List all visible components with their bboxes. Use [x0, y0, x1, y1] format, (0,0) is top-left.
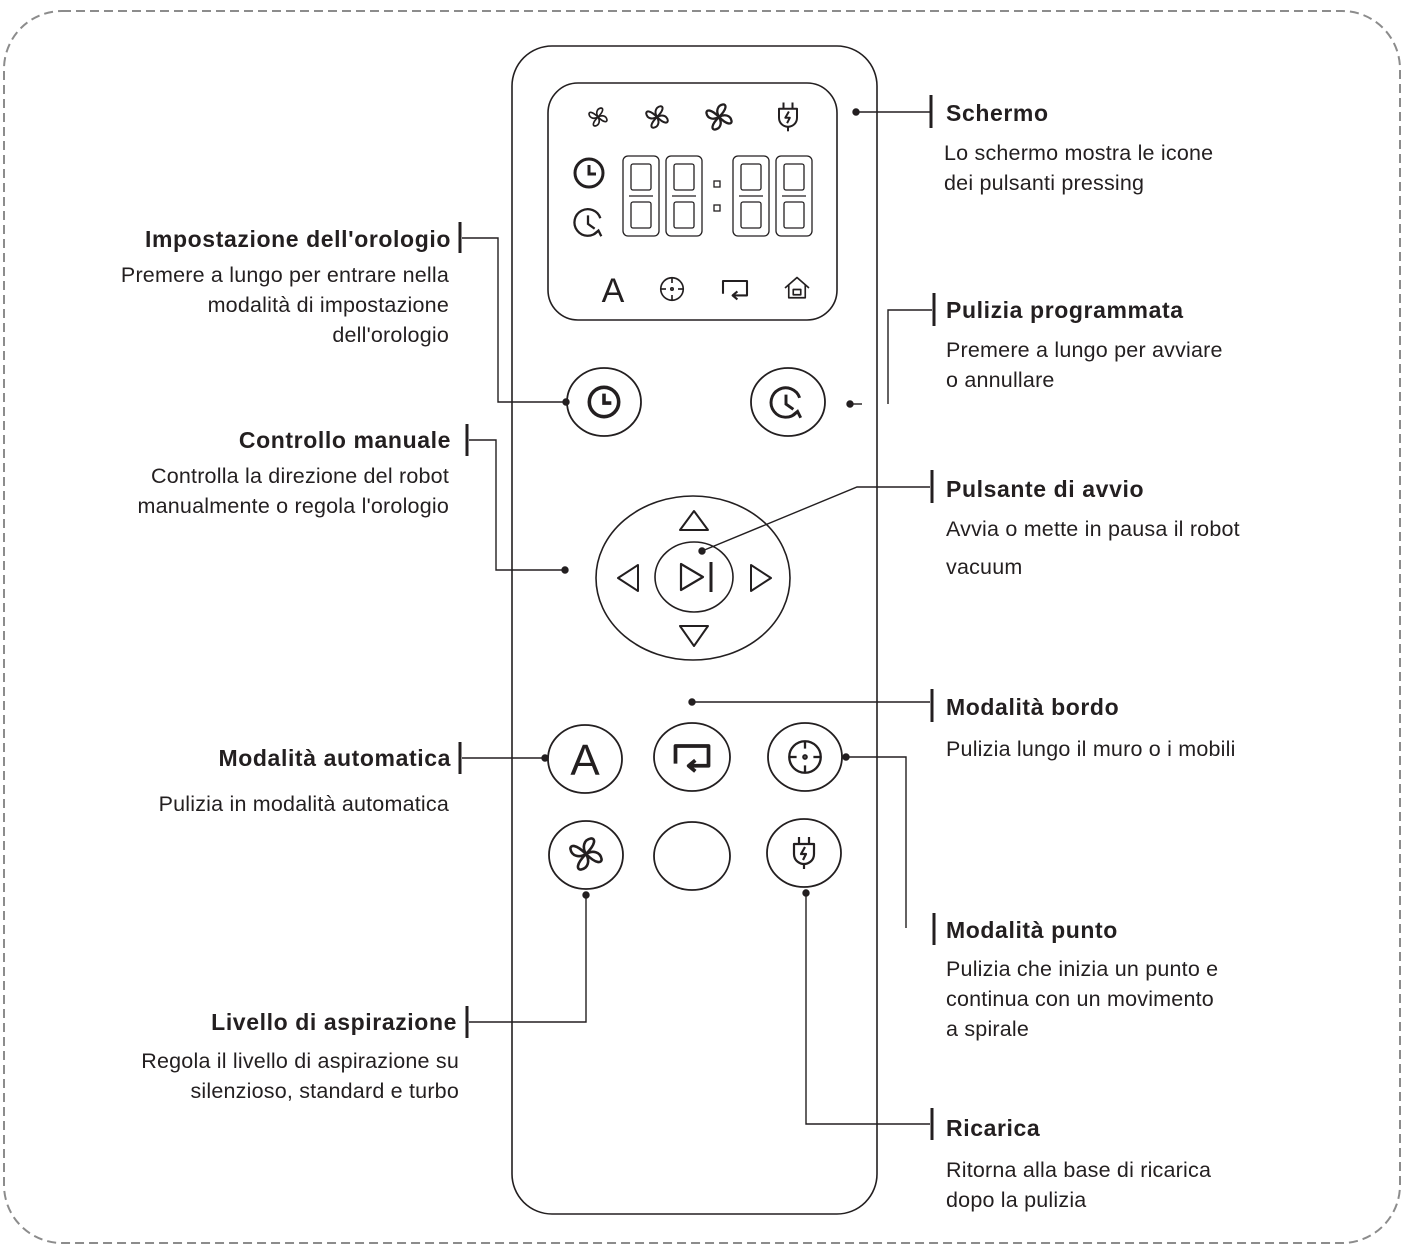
digit-2 [665, 155, 703, 237]
right-arrow-button[interactable] [750, 564, 772, 592]
leader-lines [458, 95, 936, 1140]
label-programmata-desc: Premere a lungo per avviare o annullare [946, 338, 1223, 392]
colon-bottom [713, 204, 721, 212]
label-avvio-title: Pulsante di avvio [946, 476, 1145, 502]
label-schermo-desc: Lo schermo mostra le icone dei pulsanti … [944, 141, 1214, 195]
label-programmata-title: Pulizia programmata [946, 297, 1184, 323]
label-manuale-desc: Controlla la direzione del robot manualm… [137, 464, 449, 518]
clock-button[interactable] [566, 367, 642, 437]
edge-icon [673, 744, 711, 774]
label-punto-desc: Pulizia che inizia un punto e continua c… [946, 957, 1219, 1041]
left-arrow-button[interactable] [617, 564, 639, 592]
label-aspirazione-desc: Regola il livello di aspirazione su sile… [141, 1049, 459, 1103]
display-digits [622, 155, 813, 237]
label-bordo-title: Modalità bordo [946, 694, 1120, 720]
up-arrow-button[interactable] [679, 510, 709, 531]
colon-top [713, 180, 721, 188]
label-automatica-title: Modalità automatica [218, 745, 451, 771]
remote-body [511, 45, 878, 1215]
fan-icon [569, 837, 603, 871]
display-timer-icon [573, 208, 603, 238]
schedule-button[interactable] [750, 367, 826, 437]
label-manuale-title: Controllo manuale [238, 427, 451, 453]
digit-3 [732, 155, 770, 237]
suction-button[interactable] [548, 820, 624, 890]
start-pause-button[interactable] [654, 541, 734, 613]
display-fan-high-icon [705, 103, 733, 131]
play-pause-icon [679, 562, 713, 592]
display-edge-icon [721, 279, 749, 301]
label-orologio-desc: Premere a lungo per entrare nella modali… [120, 263, 449, 347]
auto-mode-button[interactable]: A [547, 724, 623, 794]
spot-mode-button[interactable] [767, 722, 843, 792]
display-fan-medium-icon [645, 105, 669, 129]
timer-icon [769, 386, 803, 420]
label-orologio-title: Impostazione dell'orologio [144, 226, 451, 252]
charge-button[interactable] [766, 818, 842, 888]
label-bordo-desc: Pulizia lungo il muro o i mobili [946, 737, 1236, 761]
display-home-icon [784, 276, 810, 299]
down-arrow-button[interactable] [679, 625, 709, 647]
label-schermo-title: Schermo [946, 100, 1049, 126]
display-fan-low-icon [588, 107, 608, 127]
spot-icon [788, 740, 822, 774]
direction-pad [595, 495, 791, 661]
display-spot-icon [659, 276, 685, 302]
label-ricarica-desc: Ritorna alla base di ricarica dopo la pu… [946, 1158, 1212, 1212]
auto-mode-letter: A [570, 736, 600, 785]
clock-icon [587, 385, 621, 419]
plug-icon [792, 835, 816, 871]
label-automatica-desc: Pulizia in modalità automatica [158, 792, 449, 816]
digit-1 [622, 155, 660, 237]
label-punto-title: Modalità punto [946, 917, 1118, 943]
display-auto-mode-letter: A [602, 272, 625, 310]
lcd-screen [547, 82, 838, 321]
digit-4 [775, 155, 813, 237]
edge-mode-button[interactable] [653, 722, 731, 792]
display-clock-icon [573, 157, 605, 189]
blank-button[interactable] [653, 821, 731, 891]
label-aspirazione-title: Livello di aspirazione [211, 1009, 457, 1035]
display-plug-icon [778, 101, 798, 133]
label-ricarica-title: Ricarica [946, 1115, 1041, 1141]
label-avvio-desc: Avvia o mette in pausa il robot vacuum [946, 517, 1240, 579]
